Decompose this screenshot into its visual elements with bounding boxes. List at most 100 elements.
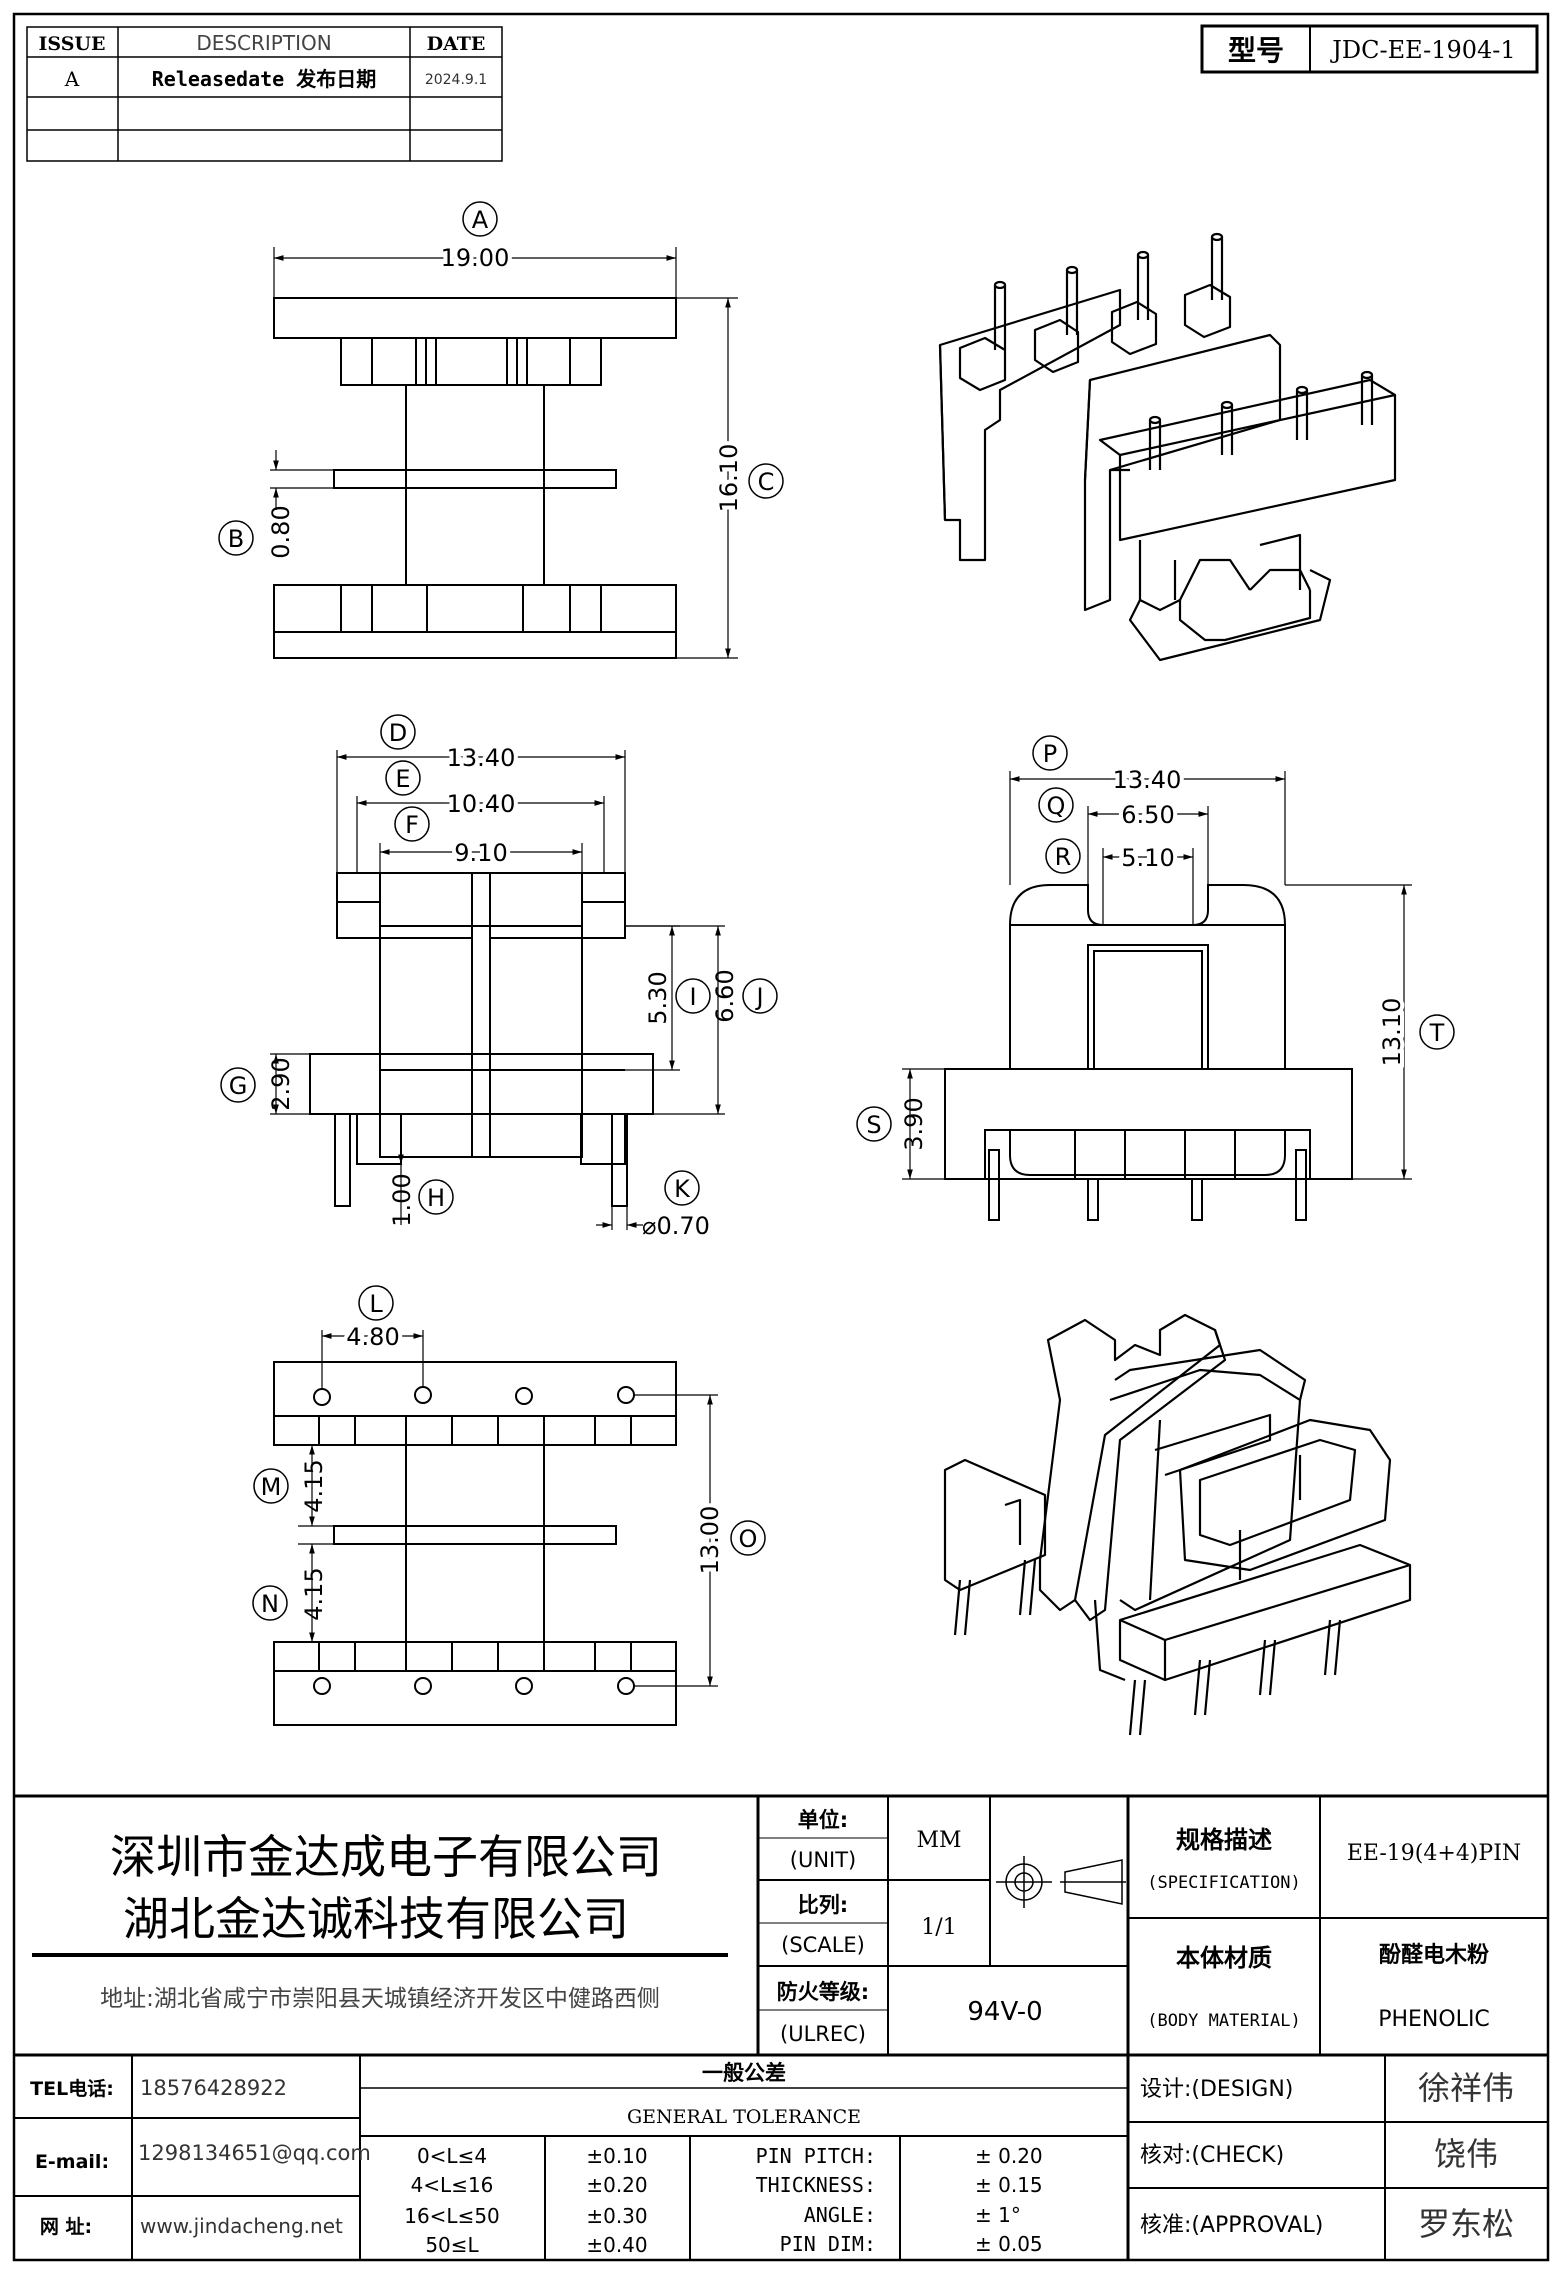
bottom-view xyxy=(273,1361,677,1726)
tolerance-value: ±0.10 xyxy=(586,2144,647,2168)
dim-o-value: 13.00 xyxy=(696,1506,724,1575)
svg-text:L: L xyxy=(369,1290,383,1318)
end-view-dims xyxy=(902,771,1412,1180)
pin-value: ± 0.15 xyxy=(975,2173,1043,2197)
tolerance-title-cn: 一般公差 xyxy=(702,2061,786,2085)
model-label: 型号 xyxy=(1228,34,1284,67)
dim-k-value: ⌀0.70 xyxy=(642,1212,710,1240)
pin-label: PIN DIM: xyxy=(780,2232,876,2256)
svg-text:Q: Q xyxy=(1047,792,1066,820)
dim-f-value: 9.10 xyxy=(454,839,507,867)
svg-text:G: G xyxy=(229,1072,248,1100)
svg-text:N: N xyxy=(261,1590,279,1618)
dim-p-value: 13.40 xyxy=(1113,766,1182,794)
approval-value: 罗东松 xyxy=(1418,2205,1514,2243)
pin-value: ± 0.20 xyxy=(975,2144,1043,2168)
scale-value: 1/1 xyxy=(921,1915,956,1940)
check-label: 核对:(CHECK) xyxy=(1140,2143,1284,2168)
dim-r-value: 5.10 xyxy=(1121,844,1174,872)
rev-row-date: 2024.9.1 xyxy=(425,72,487,88)
spec-value: EE-19(4+4)PIN xyxy=(1347,1841,1521,1866)
approval-label: 核准:(APPROVAL) xyxy=(1140,2213,1323,2238)
svg-text:S: S xyxy=(866,1111,881,1139)
isometric-view-bottom xyxy=(943,1313,1412,1736)
ulrec-label-en: (ULREC) xyxy=(780,2022,866,2046)
bottom-view-labels: L 4.80 M 4.15 N 4.15 13.00 O xyxy=(252,1285,766,1621)
svg-text:M: M xyxy=(261,1473,282,1501)
unit-label-cn: 单位: xyxy=(798,1808,848,1832)
sheet-border xyxy=(12,12,1550,2262)
svg-text:J: J xyxy=(754,983,763,1011)
dim-d-value: 13.40 xyxy=(447,744,516,772)
unit-value: MM xyxy=(916,1828,961,1853)
svg-text:B: B xyxy=(228,525,244,553)
web-label: 网 址: xyxy=(40,2216,92,2238)
dim-g-value: 2.90 xyxy=(267,1057,295,1110)
rev-header-description: DESCRIPTION xyxy=(196,31,331,55)
svg-text:F: F xyxy=(405,811,419,839)
tolerance-title-en: GENERAL TOLERANCE xyxy=(627,2106,861,2128)
dim-e-value: 10.40 xyxy=(447,790,516,818)
material-value-en: PHENOLIC xyxy=(1378,2007,1490,2032)
dim-c-value: 16.10 xyxy=(715,444,743,513)
projection-symbol-icon xyxy=(996,1856,1126,1908)
company-name-1: 深圳市金达成电子有限公司 xyxy=(110,1830,662,1884)
tolerance-range: 50≤L xyxy=(425,2233,479,2257)
dim-n-value: 4.15 xyxy=(300,1567,328,1620)
dim-t-value: 13.10 xyxy=(1378,998,1406,1067)
tolerance-value: ±0.40 xyxy=(586,2233,647,2257)
pin-value: ± 0.05 xyxy=(975,2232,1043,2256)
tolerance-value: ±0.20 xyxy=(586,2173,647,2197)
dim-s-value: 3.90 xyxy=(900,1097,928,1150)
svg-text:H: H xyxy=(427,1184,445,1212)
front-view-labels: A 19.00 B 0.80 C 16.10 xyxy=(218,201,784,559)
dim-i-value: 5.30 xyxy=(644,971,672,1024)
dim-l-value: 4.80 xyxy=(346,1323,399,1351)
web-value: www.jindacheng.net xyxy=(140,2214,343,2238)
material-label-en: (BODY MATERIAL) xyxy=(1147,2011,1301,2031)
tel-value: 18576428922 xyxy=(140,2076,287,2100)
rev-header-issue: ISSUE xyxy=(39,33,106,55)
revision-table xyxy=(26,26,503,162)
tolerance-value: ±0.30 xyxy=(586,2204,647,2228)
side-view-labels: D 13.40 E 10.40 F 9.10 5.30 I 6.60 J G 2… xyxy=(220,714,778,1240)
pin-label: PIN PITCH: xyxy=(756,2144,876,2168)
front-view-dims xyxy=(270,247,738,659)
isometric-view-top xyxy=(938,232,1397,662)
svg-text:A: A xyxy=(472,206,489,234)
svg-text:O: O xyxy=(739,1525,758,1553)
end-view-labels: P 13.40 Q 6.50 R 5.10 13.10 T S 3.90 xyxy=(856,735,1455,1151)
tel-label: TEL电话: xyxy=(30,2077,114,2100)
side-view xyxy=(309,872,654,1207)
pin-value: ± 1° xyxy=(975,2203,1021,2227)
svg-text:R: R xyxy=(1055,843,1072,871)
svg-text:E: E xyxy=(395,765,410,793)
tolerance-range: 0<L≤4 xyxy=(417,2144,487,2168)
svg-text:I: I xyxy=(689,983,696,1011)
ulrec-label-cn: 防火等级: xyxy=(777,1980,869,2004)
spec-label-en: (SPECIFICATION) xyxy=(1147,1873,1301,1893)
dim-q-value: 6.50 xyxy=(1121,801,1174,829)
svg-text:K: K xyxy=(674,1175,691,1203)
email-label: E-mail: xyxy=(35,2151,109,2173)
unit-label-en: (UNIT) xyxy=(790,1848,857,1872)
material-label-cn: 本体材质 xyxy=(1176,1944,1272,1972)
company-name-2: 湖北金达诚科技有限公司 xyxy=(123,1892,629,1946)
svg-text:C: C xyxy=(758,468,775,496)
design-value: 徐祥伟 xyxy=(1418,2069,1514,2107)
scale-label-en: (SCALE) xyxy=(781,1933,865,1957)
dim-h-value: 1.00 xyxy=(388,1173,416,1226)
dim-m-value: 4.15 xyxy=(300,1459,328,1512)
svg-text:P: P xyxy=(1043,740,1057,768)
scale-label-cn: 比列: xyxy=(798,1893,848,1917)
rev-row-description: Releasedate 发布日期 xyxy=(152,67,377,91)
rev-row-issue: A xyxy=(64,67,80,91)
pin-label: ANGLE: xyxy=(804,2203,876,2227)
svg-text:D: D xyxy=(389,719,407,747)
dim-b-value: 0.80 xyxy=(267,505,295,558)
bottom-view-dims xyxy=(274,1330,718,1687)
model-box xyxy=(1200,24,1539,74)
dim-j-value: 6.60 xyxy=(711,969,739,1022)
end-view xyxy=(944,884,1353,1221)
